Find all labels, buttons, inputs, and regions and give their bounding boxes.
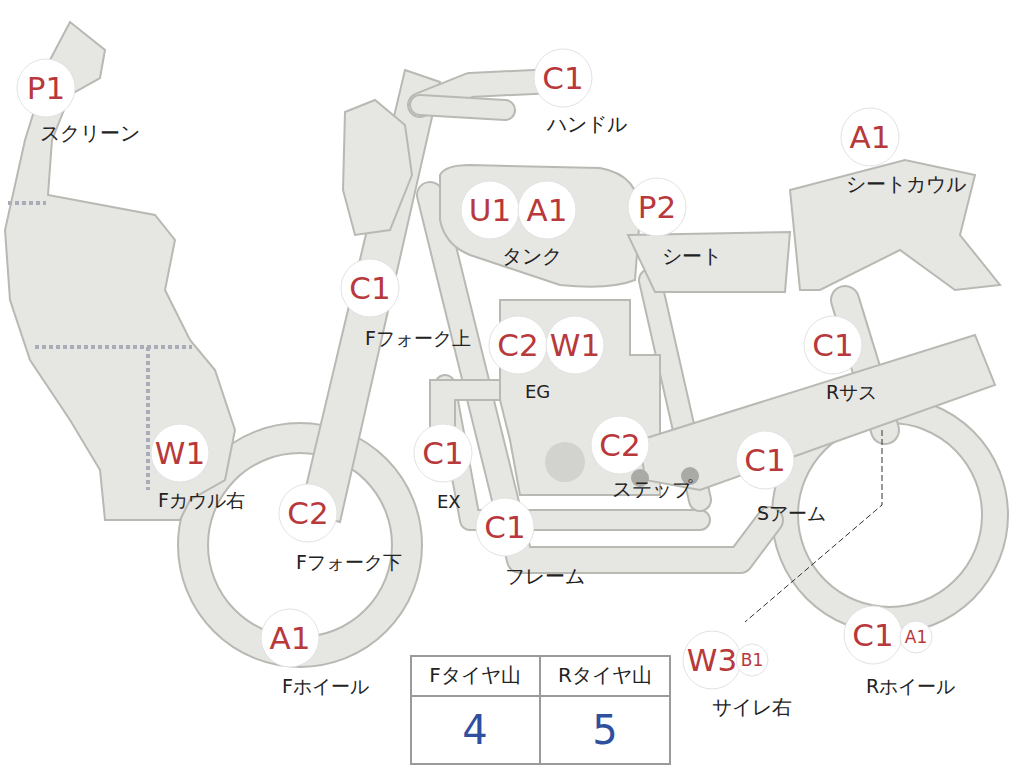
part-name: Fカウル右 — [158, 490, 245, 511]
bike-bar — [420, 105, 505, 110]
callout-circle: C1 — [844, 606, 902, 664]
part-name: Sアーム — [757, 503, 826, 524]
callout-code: C1 — [542, 63, 583, 94]
part-name: Rホイール — [866, 676, 955, 697]
callout-circle: U1 — [461, 181, 519, 239]
callout-code: C1 — [484, 512, 525, 543]
callout-code: C1 — [744, 445, 785, 476]
table-cell: 5 — [592, 708, 617, 752]
callout-circle: C2 — [489, 316, 547, 374]
fairing-seam — [35, 345, 192, 349]
engine-cover — [545, 442, 585, 482]
callout-circle: W3 — [683, 631, 741, 689]
callout-code: C2 — [287, 498, 328, 529]
callout-code: C1 — [422, 438, 463, 469]
callout-circle: P2 — [628, 178, 686, 236]
callout-code: A1 — [270, 623, 311, 654]
callout-circle: A1 — [261, 609, 319, 667]
callout-code: A1 — [850, 122, 891, 153]
callout-code: C2 — [599, 430, 640, 461]
callout-circle: C1 — [804, 316, 862, 374]
wheel-inner — [208, 453, 392, 637]
callout-code: P1 — [27, 73, 65, 104]
bike-part — [343, 100, 412, 235]
callout-code: C1 — [852, 620, 893, 651]
callout-circle: B1 — [736, 644, 768, 676]
part-name: ステップ — [612, 478, 692, 500]
callout-circle: C1 — [414, 424, 472, 482]
callout-circle: A1 — [900, 621, 932, 653]
callout-circle: C1 — [534, 49, 592, 107]
part-name: タンク — [502, 245, 562, 267]
bike-part — [5, 22, 235, 520]
part-name: EX — [437, 492, 461, 512]
callout-code: C1 — [812, 330, 853, 361]
callout-code: B1 — [741, 652, 763, 669]
callout-code: W1 — [155, 438, 205, 469]
bike-part — [440, 165, 640, 287]
callout-circle: W1 — [151, 424, 209, 482]
table-cell: Fタイヤ山 — [429, 664, 521, 686]
callout-code: W3 — [687, 645, 737, 676]
table-cell: 4 — [462, 708, 487, 752]
table-frame — [411, 656, 670, 764]
callout-circle: C2 — [279, 484, 337, 542]
part-name: Fフォーク下 — [296, 552, 402, 573]
part-name: シートカウル — [846, 173, 966, 195]
callout-circle: P1 — [17, 59, 75, 117]
part-name: Fフォーク上 — [365, 328, 471, 349]
fairing-seam — [8, 201, 46, 205]
callout-circle: W1 — [546, 316, 604, 374]
callout-code: A1 — [905, 629, 927, 646]
callout-code: A1 — [527, 195, 568, 226]
part-name: スクリーン — [40, 122, 140, 144]
callout-circle: A1 — [841, 108, 899, 166]
part-name: EG — [525, 382, 550, 402]
callout-circle: C1 — [341, 259, 399, 317]
callout-circle: C1 — [736, 431, 794, 489]
callout-code: W1 — [550, 330, 600, 361]
part-name: ハンドル — [547, 113, 627, 135]
part-name: Fホイール — [282, 676, 369, 697]
callout-code: P2 — [638, 192, 676, 223]
bike-part — [790, 160, 1000, 290]
callout-code: C2 — [497, 330, 538, 361]
leader-line — [745, 430, 882, 622]
part-name: フレーム — [505, 565, 585, 587]
callout-circle: A1 — [518, 181, 576, 239]
fairing-seam — [146, 347, 150, 490]
part-name: シート — [662, 245, 722, 267]
table-cell: Rタイヤ山 — [558, 664, 652, 686]
bike-bar-outline — [420, 105, 505, 110]
table-rule — [539, 656, 541, 764]
callout-circle: C2 — [591, 416, 649, 474]
callout-code: C1 — [349, 273, 390, 304]
part-name: Rサス — [826, 382, 877, 403]
part-name: サイレ右 — [712, 696, 792, 718]
bike-part — [628, 232, 790, 292]
callout-circle: C1 — [476, 498, 534, 556]
callout-code: U1 — [469, 195, 511, 226]
